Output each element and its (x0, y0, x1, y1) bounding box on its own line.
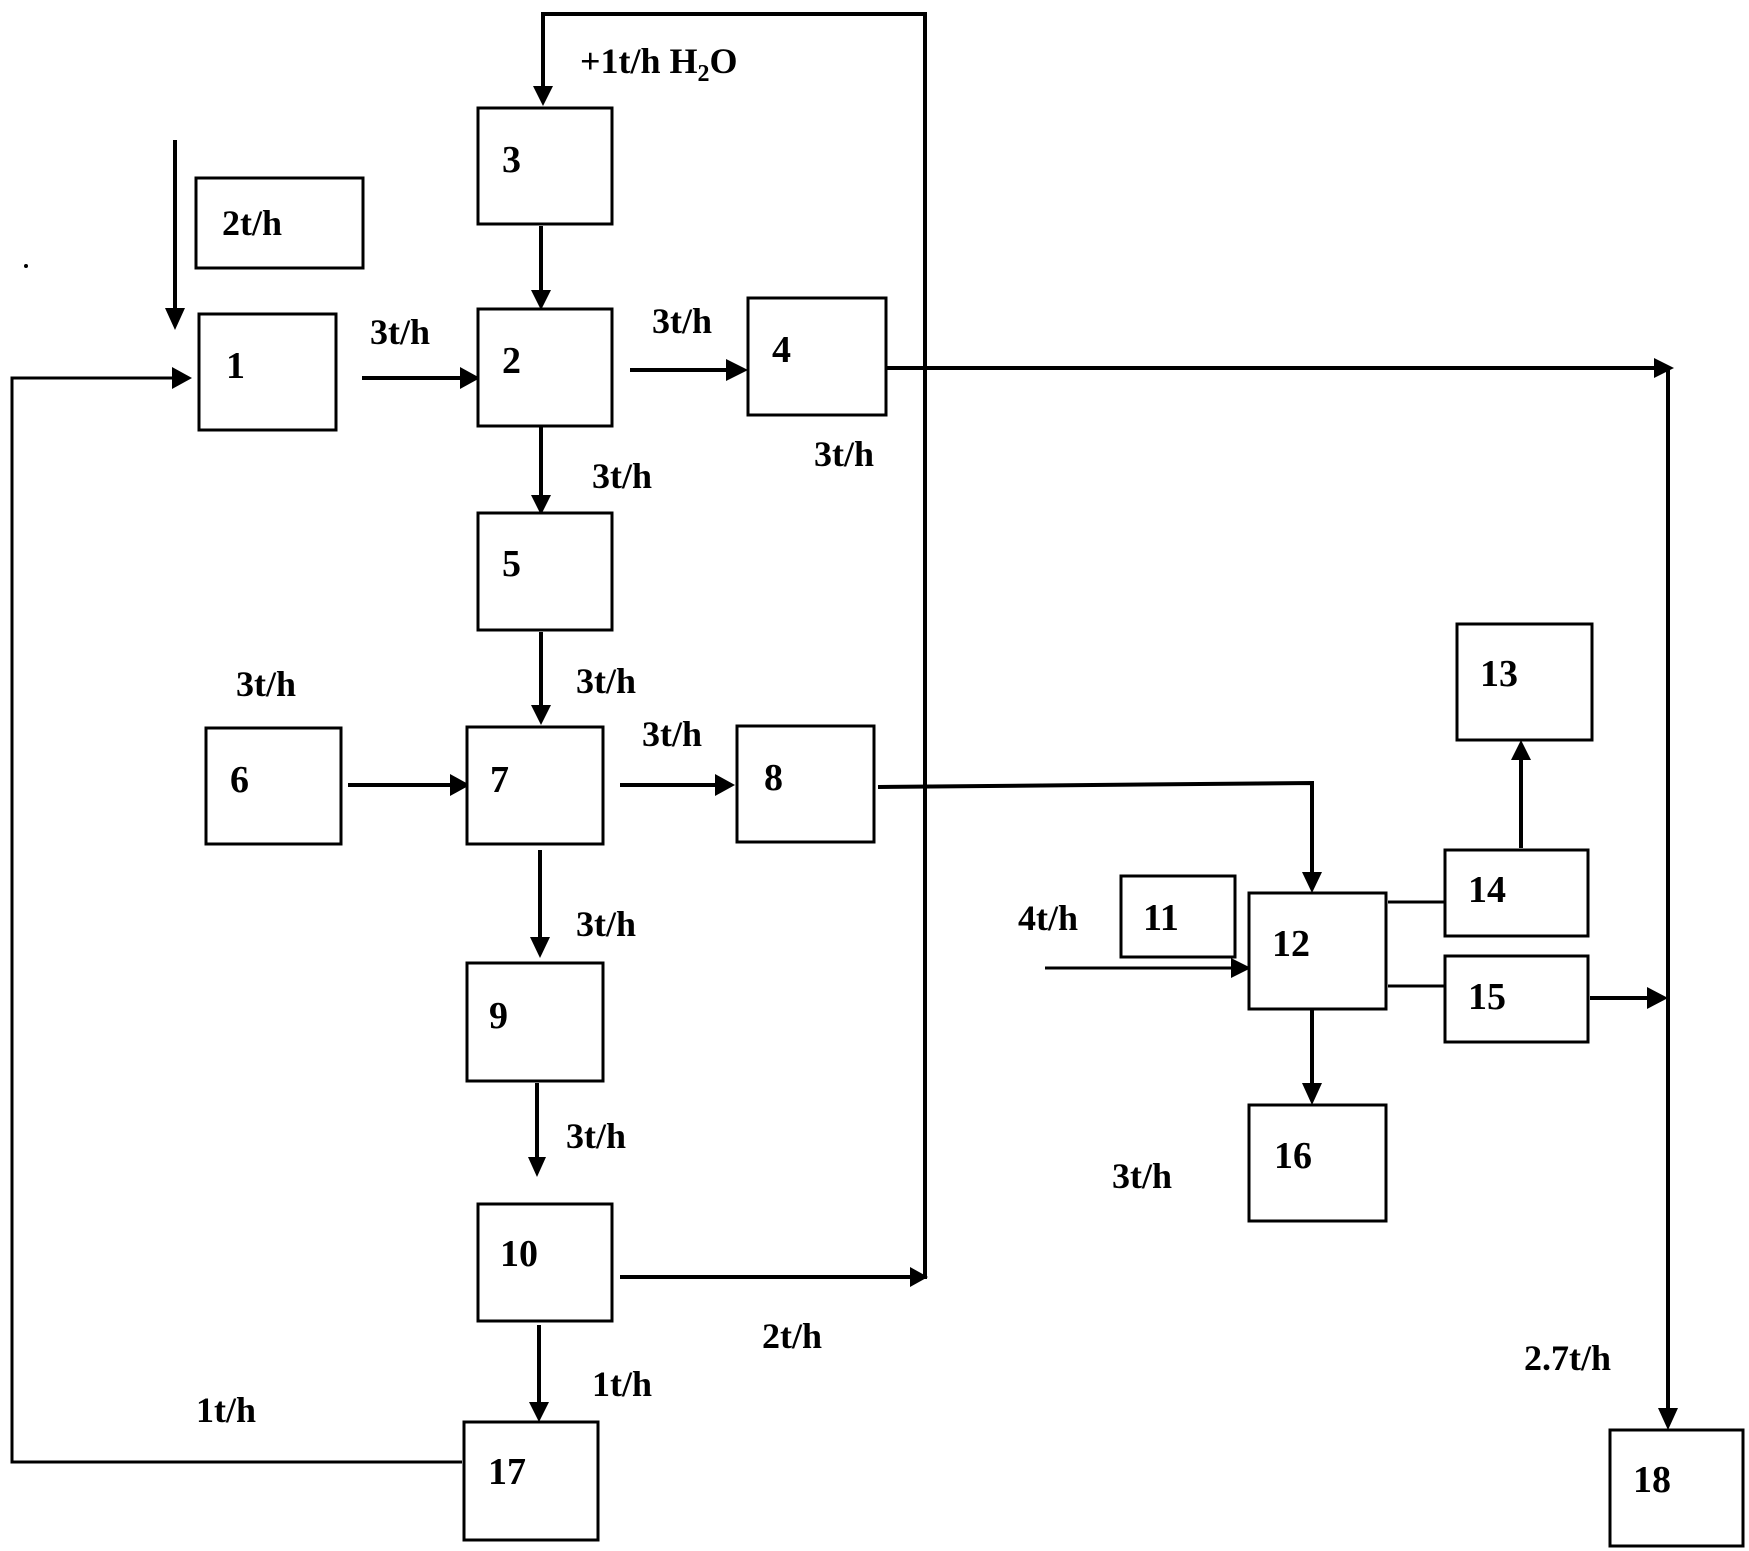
node-label-4: 4 (772, 329, 791, 371)
stray-dot (24, 264, 28, 268)
arrow-head-into-8 (715, 774, 735, 796)
flow-label-2-5: 3t/h (592, 456, 652, 496)
arrow-head-feed-1 (165, 308, 185, 330)
arrow-head-into-16 (1302, 1083, 1322, 1105)
arrow-head-15-out (1647, 987, 1668, 1009)
node-label-6: 6 (230, 759, 249, 801)
flow-label-10-recycle: 2t/h (762, 1316, 822, 1356)
water-subscript: 2 (698, 61, 710, 87)
box-4 (746, 296, 888, 417)
flow-label-18: 2.7t/h (1524, 1338, 1611, 1378)
arrow-head-into-12-top (1302, 872, 1322, 893)
node-label-17: 17 (488, 1451, 526, 1493)
node-label-8: 8 (764, 757, 783, 799)
box-17 (462, 1420, 600, 1542)
box-13 (1455, 622, 1594, 742)
recycle-line-10-to-3 (541, 12, 927, 1279)
arrow-head-into-18 (1658, 1408, 1678, 1430)
flow-label-9-10: 3t/h (566, 1116, 626, 1156)
flow-label-7-8: 3t/h (642, 714, 702, 754)
box-10 (476, 1202, 614, 1323)
flow-label-11: 4t/h (1018, 898, 1078, 938)
node-label-16: 16 (1274, 1135, 1312, 1177)
node-label-1: 1 (226, 345, 245, 387)
arrow-head-into-2 (460, 367, 480, 389)
box-2 (476, 307, 614, 428)
box-18 (1608, 1428, 1745, 1548)
recycle-line-17-to-1 (10, 376, 462, 1464)
arrow-head-into-13 (1511, 740, 1531, 760)
node-label-5: 5 (502, 543, 521, 585)
arrow-head-into-9 (530, 937, 550, 958)
water-prefix: +1t/h H (580, 41, 698, 81)
arrow-head-into-12-left (1231, 958, 1251, 978)
node-label-10: 10 (500, 1233, 538, 1275)
feed-rate-label: 2t/h (222, 203, 282, 243)
arrow-head-into-10 (528, 1157, 546, 1177)
flow-label-7-9: 3t/h (576, 904, 636, 944)
node-label-12: 12 (1272, 923, 1310, 965)
node-label-18: 18 (1633, 1459, 1671, 1501)
box-6 (204, 726, 343, 846)
box-11 (1119, 874, 1237, 959)
flow-label-6: 3t/h (236, 664, 296, 704)
flow-label-1-2: 3t/h (370, 312, 430, 352)
water-suffix: O (710, 41, 738, 81)
arrow-head-into-17 (529, 1402, 549, 1422)
flow-label-10-17: 1t/h (592, 1364, 652, 1404)
box-5 (476, 511, 614, 632)
arrow-head-into-5 (531, 495, 551, 515)
arrow-head-3-to-2 (531, 290, 551, 310)
box-16 (1247, 1103, 1388, 1223)
box-14 (1443, 848, 1590, 938)
box-9 (465, 961, 605, 1083)
node-label-7: 7 (490, 759, 509, 801)
box-8 (735, 724, 876, 844)
line-8-to-12 (877, 780, 1314, 876)
box-12 (1247, 891, 1388, 1011)
water-input-label: +1t/h H2O (580, 41, 738, 87)
box-1 (197, 312, 338, 432)
box-15 (1443, 954, 1590, 1044)
node-label-2: 2 (502, 340, 521, 382)
node-label-13: 13 (1480, 653, 1518, 695)
node-label-14: 14 (1468, 869, 1506, 911)
box-7 (465, 725, 605, 846)
arrow-head-into-1 (172, 367, 192, 389)
arrow-head-into-4 (726, 359, 748, 381)
node-label-9: 9 (489, 995, 508, 1037)
arrow-head-into-7-top (531, 705, 551, 725)
flow-label-2-4: 3t/h (652, 301, 712, 341)
flow-label-16: 3t/h (1112, 1156, 1172, 1196)
box-3 (476, 106, 614, 226)
flow-label-5-7: 3t/h (576, 661, 636, 701)
arrow-head-into-7-left (450, 774, 470, 796)
feed-box (194, 176, 365, 270)
node-label-11: 11 (1143, 897, 1179, 939)
flow-label-4-out: 3t/h (814, 434, 874, 474)
arrow-head-4-to-18-corner (1654, 358, 1674, 378)
flow-label-17-recycle: 1t/h (196, 1390, 256, 1430)
arrow-head-into-3 (533, 86, 553, 106)
node-label-3: 3 (502, 139, 521, 181)
node-label-15: 15 (1468, 976, 1506, 1018)
arrow-head-recycle-10 (910, 1267, 928, 1287)
